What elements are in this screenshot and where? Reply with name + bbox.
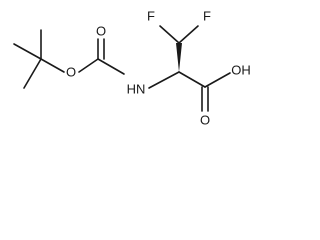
atom-label-fluorine-right: F	[203, 9, 211, 24]
bond-tbu-methyl-bottom	[23, 58, 42, 89]
bond-to-fluorine-right	[178, 25, 199, 44]
atom-label-acid-oxygen: O	[200, 113, 210, 128]
bond-oxygen-to-carbonyl	[78, 58, 99, 73]
bond-alpha-to-acid-carbon	[178, 71, 206, 88]
atom-label-fluorine-left: F	[147, 9, 155, 24]
stereo-wedge-bond	[176, 43, 182, 72]
atom-label-carbamate-oxygen: O	[96, 24, 106, 39]
bond-tbu-methyl-left	[13, 43, 42, 60]
backbone	[148, 25, 206, 89]
bond-acid-to-hydroxyl	[204, 72, 231, 88]
tert-butyl-group	[13, 29, 65, 89]
atom-label-acid-hydroxyl: OH	[231, 63, 251, 78]
carbamate-group	[78, 38, 125, 75]
carboxylic-acid-group	[201, 72, 231, 112]
atom-label-ester-oxygen: O	[66, 65, 76, 80]
bond-carbonyl-to-nitrogen	[97, 58, 125, 75]
bond-to-fluorine-left	[159, 25, 180, 44]
bond-nitrogen-to-alpha-carbon	[148, 71, 180, 89]
bond-tbu-to-oxygen	[40, 58, 65, 73]
atom-label-nitrogen: HN	[127, 82, 146, 97]
chemical-structure: F F O O HN OH O	[13, 9, 251, 128]
